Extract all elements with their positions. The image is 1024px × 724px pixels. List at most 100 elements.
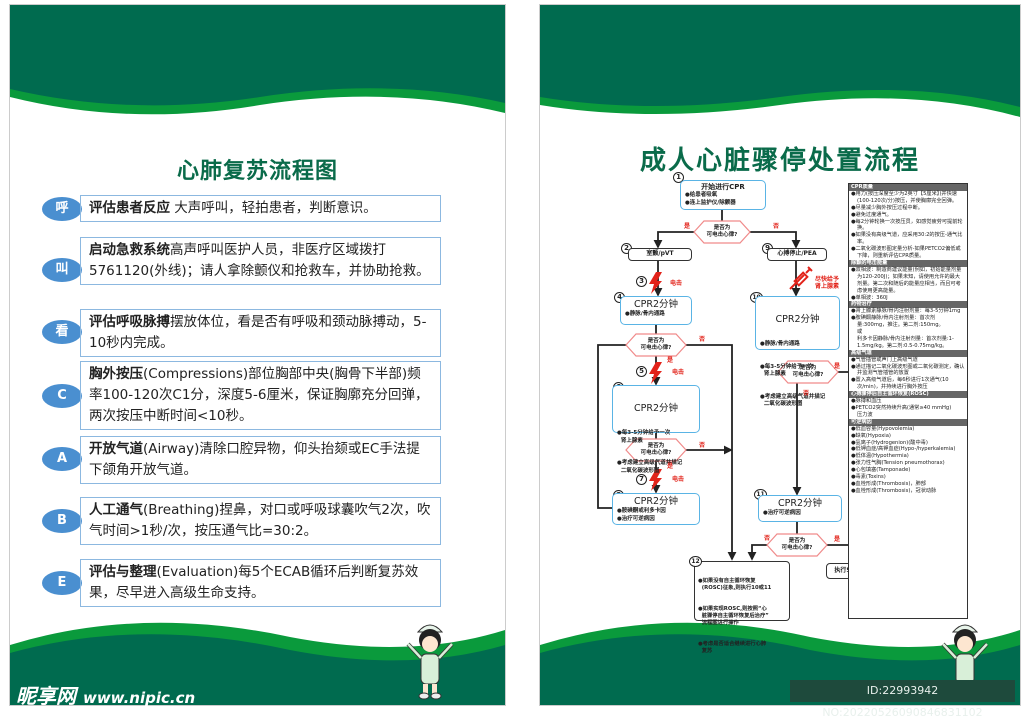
step-box: 评估呼吸脉搏摆放体位，看是否有呼吸和颈动脉搏动，5-10秒内完成。 xyxy=(80,309,441,357)
decision-text: 是否为 可电击心律? xyxy=(792,365,824,378)
section-item: ●张力性气胸(Tension pneumothorax) xyxy=(851,460,945,467)
section-item: ●单相波：360J xyxy=(851,294,888,301)
reference-panel: CPR质量●用力(按压深度至少为2英寸【5厘米】)并快速(100-120次/分)… xyxy=(848,183,968,619)
watermark: 昵享网 www.nipic.cn xyxy=(16,684,196,708)
decision-text: 是否为 可电击心律? xyxy=(781,538,813,551)
step-number: 3 xyxy=(636,276,647,287)
section-item: ●心包填塞(Tamponade) xyxy=(851,467,911,474)
section-item: ●置入高级气道后，每6秒进行1次通气(10次/min)，并持续进行胸外按压 xyxy=(851,377,949,391)
flow-node-rosc-check: ●如果没有自主循环恢复 (ROSC)征象,则执行10或11 ●如果实现ROSC,… xyxy=(694,561,790,654)
step-box: 评估患者反应 大声呼叫，轻拍患者，判断意识。 xyxy=(80,195,441,222)
no-label: 否 xyxy=(699,336,706,343)
yes-label: 是 xyxy=(834,363,841,370)
flow-node-cpr-6: CPR2分钟 ●每3-5分钟给予一次 肾上腺素 ●考虑建立高级气道并描记 二氧化… xyxy=(612,385,700,474)
node-item: ●如果没有自主循环恢复 (ROSC)征象,则执行10或11 xyxy=(698,578,772,591)
node-title: 开始进行CPR xyxy=(701,183,745,191)
flow-node-asystole-pea: 心搏停止/PEA xyxy=(767,248,827,261)
section-item: ●脉搏和血压 xyxy=(851,398,882,405)
flow-node-cpr-8: CPR2分钟 ●胺碘酮或利多卡因 ●治疗可逆病因 xyxy=(612,493,700,525)
yes-label: 是 xyxy=(834,536,841,543)
step-box: 人工通气(Breathing)捏鼻，对口或呼吸球囊吹气2次，吹气时间>1秒/次，… xyxy=(80,497,441,545)
decision-text: 是否为 可电击心律? xyxy=(640,443,672,456)
flow-node-cpr-11: CPR2分钟 ●治疗可逆病因 xyxy=(758,495,842,522)
node-item: ●治疗可逆病因 xyxy=(617,515,655,522)
node-title: CPR2分钟 xyxy=(777,498,822,509)
decision-diamond xyxy=(625,438,687,462)
yes-label: 是 xyxy=(667,463,674,470)
node-title: CPR2分钟 xyxy=(775,314,820,325)
node-item: ●每3-5分钟给予一次 肾上腺素 xyxy=(617,430,671,444)
section-header: 高级气道 xyxy=(849,349,967,357)
shock-label: 电击 xyxy=(670,280,683,287)
section-item: ●如果没有高级气道，应采用30:2的按压-通气比率。 xyxy=(851,232,963,246)
node-item: ●如果实现ROSC,则按照“心 脏骤停自主循环恢复后治疗” 流程图进行操作 xyxy=(698,606,769,626)
poster-background xyxy=(540,5,1020,705)
no-label: 否 xyxy=(803,390,810,397)
section-item: ●氢离子(Hydrogenion)(酸中毒) xyxy=(851,439,928,446)
section-item: ●低钾血症/高钾血症(Hypo-/hyperkalemia) xyxy=(851,446,956,453)
flow-node-start-cpr: 开始进行CPR ●给患者吸氧 ●连上监护仪/除颤器 xyxy=(680,180,766,210)
poster-title: 心肺复苏流程图 xyxy=(176,159,338,184)
section-item: ●低血容量(Hypovolemia) xyxy=(851,425,915,432)
yes-label: 是 xyxy=(684,223,691,230)
section-item: 压力波 xyxy=(857,411,873,418)
section-item: ●血栓形成(Thrombosis)，冠状动脉 xyxy=(851,487,937,494)
decision-diamond xyxy=(777,360,839,384)
decision-diamond xyxy=(693,220,751,244)
section-header: 除颤的电击能量 xyxy=(849,259,967,267)
section-item: ●气管插管或声门上高级气道 xyxy=(851,356,918,363)
lightning-icon xyxy=(649,362,662,384)
decision-text: 是否为 可电击心律? xyxy=(706,225,738,238)
lightning-icon xyxy=(649,272,662,294)
section-item: ●尽量减少胸外按压过程中断。 xyxy=(851,204,923,211)
step-badge: 呼 xyxy=(42,197,82,221)
section-item: ●避免过度通气。 xyxy=(851,211,892,218)
step-number: 12 xyxy=(689,556,702,567)
node-item: ●考虑建立高级气道并描记 二氧化碳波形图 xyxy=(617,460,683,474)
step-box: 开放气道(Airway)清除口腔异物，仰头抬颏或EC手法提下颌角开放气道。 xyxy=(80,436,441,484)
step-number: 5 xyxy=(636,366,647,377)
no-label: 否 xyxy=(773,223,780,230)
lightning-icon xyxy=(649,469,662,491)
section-item: ●血栓形成(Thrombosis)，肺部 xyxy=(851,480,926,487)
section-item: ●二氧化碳波形图定量分析-如果PETCO2偏低或下降，则重新评估CPR质量。 xyxy=(851,246,961,260)
section-item: ●用力(按压深度至少为2英寸【5厘米】)并快速(100-120次/分)按压，并使… xyxy=(851,190,958,204)
yes-label: 是 xyxy=(667,357,674,364)
node-item: ●每3-5分钟给予一次 肾上腺素 xyxy=(760,363,814,378)
section-item: ●缺氧(Hypoxia) xyxy=(851,432,891,439)
node-title: CPR2分钟 xyxy=(633,403,678,414)
section-header: CPR质量 xyxy=(849,184,967,191)
step-box: 胸外按压(Compressions)部位胸部中央(胸骨下半部)频率100-120… xyxy=(80,361,441,430)
section-item: ●胺碘酮静脉/骨内注射剂量：首次剂量:300mg，推注。第二剂:150mg。 xyxy=(851,315,944,329)
section-item: ●通过描记二氧化碳波形图或二氧化碳测定，确认并监测气管插管的放置 xyxy=(851,363,965,377)
step-badge: B xyxy=(42,509,82,533)
step-badge: C xyxy=(42,384,82,408)
node-item: ●治疗可逆病因 xyxy=(763,510,801,516)
node-title: CPR2分钟 xyxy=(633,299,678,310)
section-item: ●低体温(Hypothermia) xyxy=(851,453,909,460)
image-id-label: ID:22993942 NO:20220526090846831102 xyxy=(790,680,1015,719)
section-item: ●每2分钟轮换一次按压员，如感觉疲劳可提前轮换。 xyxy=(851,218,963,232)
node-item: ●静脉/骨内通路 xyxy=(760,341,800,347)
syringe-icon xyxy=(789,266,813,290)
flow-node-cpr-10: CPR2分钟 ●静脉/骨内通路 ●每3-5分钟给予一次 肾上腺素 ●考虑建立高级… xyxy=(755,296,840,407)
node-title: CPR2分钟 xyxy=(633,496,678,507)
decision-diamond xyxy=(625,333,687,357)
decision-diamond xyxy=(766,533,828,557)
node-item: ●静脉/骨内通路 xyxy=(625,311,665,317)
node-item: ●给患者吸氧 xyxy=(685,192,718,198)
section-header: 药物治疗 xyxy=(849,301,967,309)
section-item: ●PETCO2突然持续升高(通常≥40 mmHg) xyxy=(851,405,952,411)
section-item: 利多卡因静脉/骨内注射剂量：首次剂量:1-1.5mg/kg。第二剂:0.5-0.… xyxy=(857,335,954,349)
step-number: 1 xyxy=(673,172,684,183)
shock-label: 电击 xyxy=(672,369,685,376)
no-label: 否 xyxy=(699,442,706,449)
left-poster: 心肺复苏流程图 xyxy=(10,5,505,705)
poster-title: 成人心脏骤停处置流程 xyxy=(639,146,920,176)
shock-label: 电击 xyxy=(672,476,685,483)
node-item: ●胺碘酮或利多卡因 xyxy=(617,508,666,514)
step-badge: A xyxy=(42,447,82,471)
nurse-mascot-icon xyxy=(406,624,454,700)
step-box: 评估与整理(Evaluation)每5个ECAB循环后判断复苏效果，尽早进入高级… xyxy=(80,559,441,607)
